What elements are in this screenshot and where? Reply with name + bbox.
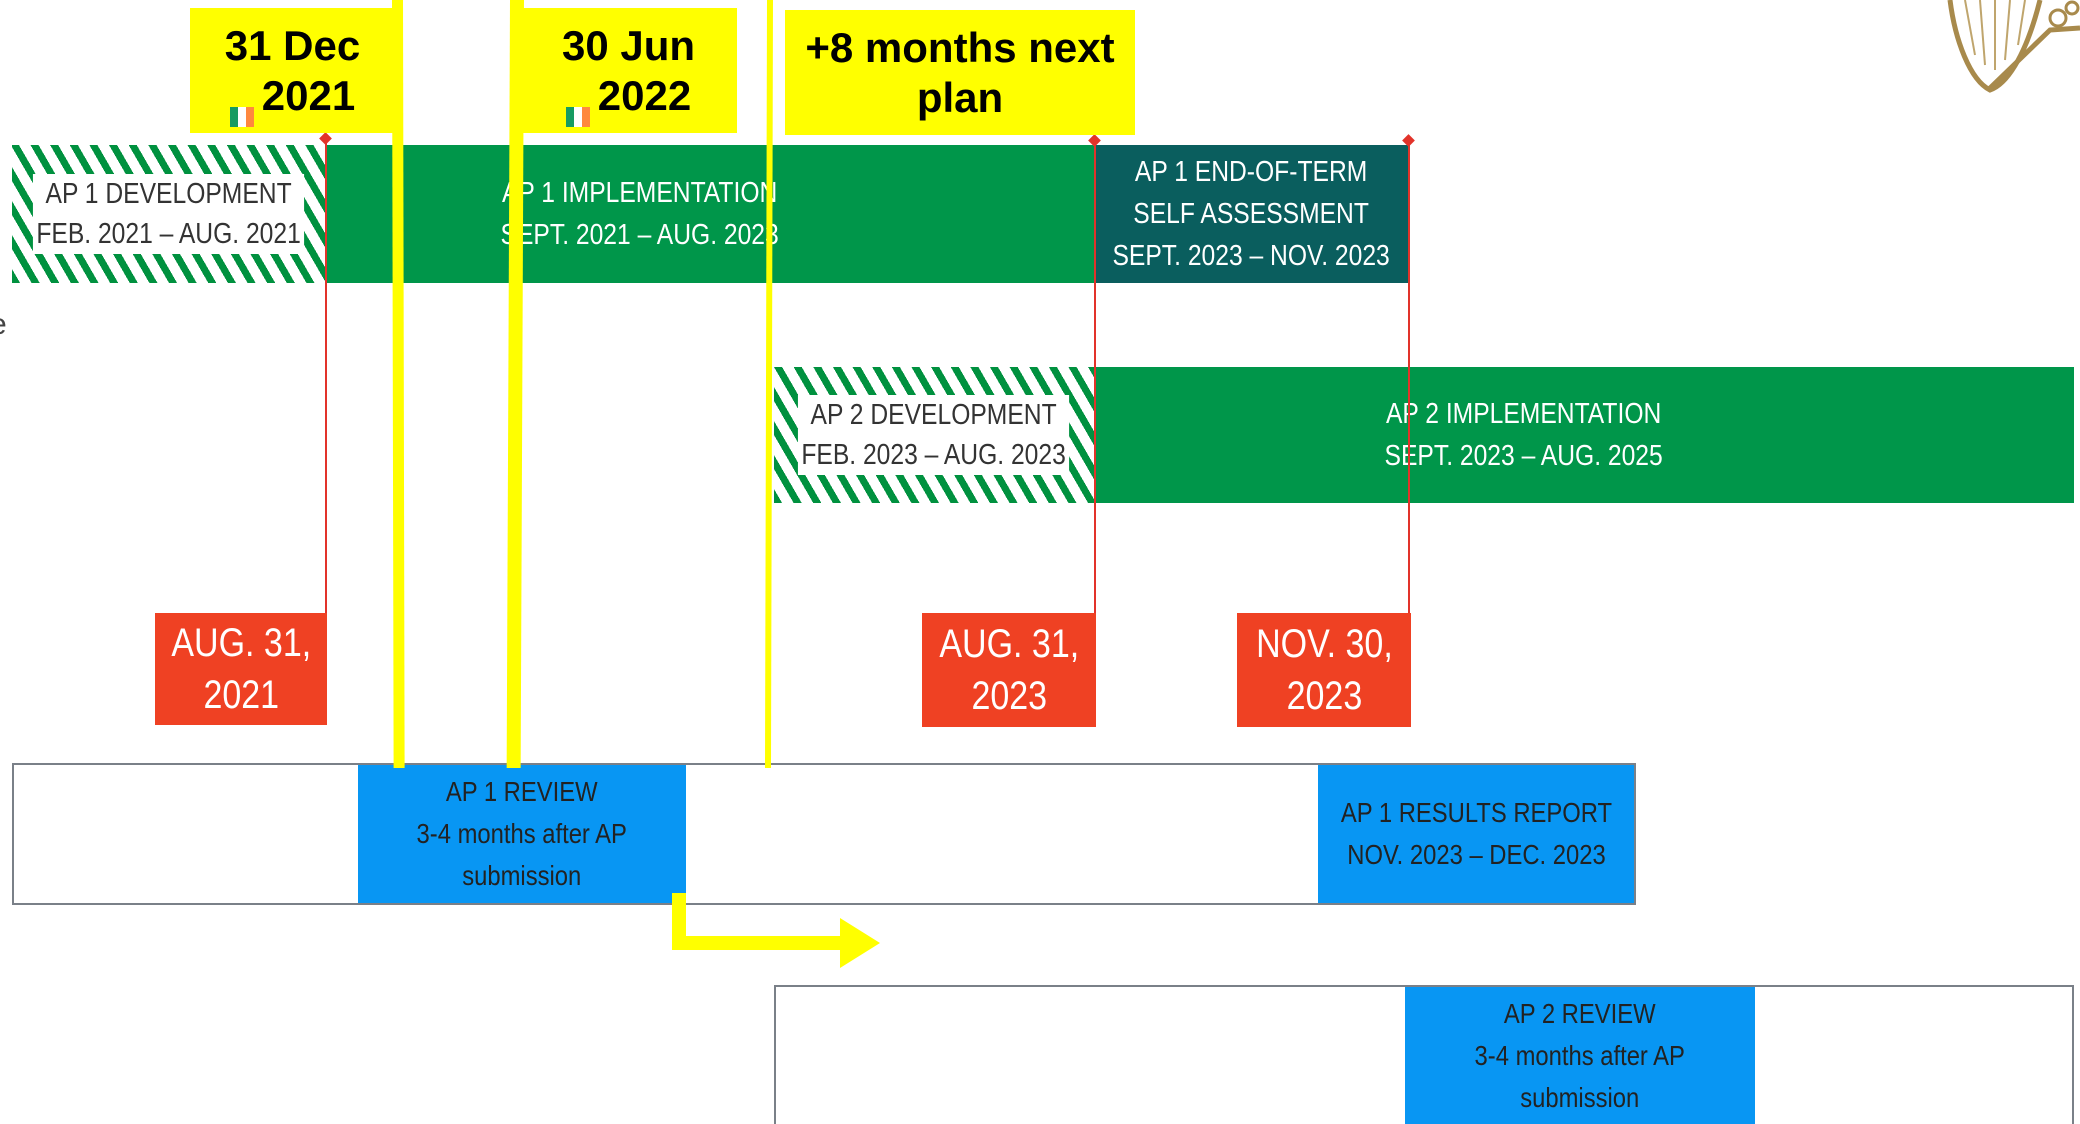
ap1-review-timing-cont: submission xyxy=(462,860,582,891)
callout-dec2021-date: 31 Dec xyxy=(224,21,361,69)
ap1-development-phase: AP 1 DEVELOPMENT FEB. 2021 – AUG. 2021 xyxy=(12,145,325,283)
ap1-implementation-title: AP 1 IMPLEMENTATION xyxy=(502,177,778,209)
ap1-development-dates: FEB. 2021 – AUG. 2021 xyxy=(36,218,301,250)
callout-dec2021-year-row: 2021 xyxy=(229,71,356,128)
deadline-aug2021-year: 2021 xyxy=(203,673,279,717)
callout-next-plan-line2: plan xyxy=(916,73,1004,121)
harp-crest-icon xyxy=(1947,0,2080,93)
callout-next-plan: +8 months next plan xyxy=(785,10,1135,135)
ap2-implementation-dates: SEPT. 2023 – AUG. 2025 xyxy=(1384,440,1664,472)
callout-dec2021: 31 Dec 2021 xyxy=(190,8,395,133)
ap1-self-assessment-title: AP 1 END-OF-TERM xyxy=(1135,156,1368,188)
ireland-flag-icon xyxy=(229,88,254,128)
ap2-development-title: AP 2 DEVELOPMENT xyxy=(810,399,1058,431)
ap1-self-assessment-phase: AP 1 END-OF-TERM SELF ASSESSMENT SEPT. 2… xyxy=(1095,145,1408,283)
callout-jun2022-year: 2022 xyxy=(597,71,692,119)
ap1-implementation-dates: SEPT. 2021 – AUG. 2023 xyxy=(500,219,780,251)
callout-jun2022-year-row: 2022 xyxy=(565,71,692,128)
ap1-results-dates: NOV. 2023 – DEC. 2023 xyxy=(1346,839,1606,870)
callout-jun2022-date: 30 Jun xyxy=(561,21,696,69)
arrow-right-icon xyxy=(672,893,880,968)
deadline-line-aug2023 xyxy=(1094,140,1096,615)
deadline-aug2023: AUG. 31, 2023 xyxy=(922,613,1096,727)
ap1-results-title: AP 1 RESULTS REPORT xyxy=(1340,797,1612,828)
ap2-development-dates: FEB. 2023 – AUG. 2023 xyxy=(801,439,1067,471)
deadline-nov2023-date: NOV. 30, xyxy=(1255,622,1393,666)
ap1-development-title: AP 1 DEVELOPMENT xyxy=(45,178,292,210)
ap1-implementation-label: AP 1 IMPLEMENTATION SEPT. 2021 – AUG. 20… xyxy=(501,172,779,256)
highlight-line-next-plan xyxy=(764,0,773,769)
deadline-line-aug2021 xyxy=(325,138,327,613)
ap2-implementation-title: AP 2 IMPLEMENTATION xyxy=(1386,398,1662,430)
callout-next-plan-line1: +8 months next xyxy=(805,23,1115,71)
ap2-implementation-label: AP 2 IMPLEMENTATION SEPT. 2023 – AUG. 20… xyxy=(1385,393,1663,477)
ap1-self-assessment-dates: SEPT. 2023 – NOV. 2023 xyxy=(1112,240,1391,272)
callout-dec2021-year: 2021 xyxy=(261,71,356,119)
ap2-review-timing: 3-4 months after AP xyxy=(1474,1039,1686,1071)
deadline-nov2023: NOV. 30, 2023 xyxy=(1237,613,1411,727)
ap2-review-title: AP 2 REVIEW xyxy=(1504,997,1656,1029)
ap1-implementation-phase: AP 1 IMPLEMENTATION SEPT. 2021 – AUG. 20… xyxy=(325,145,1095,283)
callout-jun2022: 30 Jun 2022 xyxy=(520,8,737,133)
ap1-results-report: AP 1 RESULTS REPORT NOV. 2023 – DEC. 202… xyxy=(1318,765,1634,903)
ap2-development-label: AP 2 DEVELOPMENT FEB. 2023 – AUG. 2023 xyxy=(798,395,1070,475)
ap2-review-timing-cont: submission xyxy=(1520,1081,1640,1113)
deadline-aug2023-date: AUG. 31, xyxy=(939,622,1079,666)
ap2-development-phase: AP 2 DEVELOPMENT FEB. 2023 – AUG. 2023 xyxy=(774,367,1094,503)
ap1-review-title: AP 1 REVIEW xyxy=(446,776,598,807)
ap1-development-label: AP 1 DEVELOPMENT FEB. 2021 – AUG. 2021 xyxy=(32,174,305,254)
ap2-implementation-phase: AP 2 IMPLEMENTATION SEPT. 2023 – AUG. 20… xyxy=(1094,367,2074,503)
ap1-self-assessment-label: AP 1 END-OF-TERM SELF ASSESSMENT SEPT. 2… xyxy=(1113,151,1390,277)
deadline-aug2021-date: AUG. 31, xyxy=(171,621,311,665)
cropped-text: e xyxy=(0,308,7,342)
deadline-aug2021: AUG. 31, 2021 xyxy=(155,613,327,725)
deadline-line-nov2023 xyxy=(1408,140,1410,615)
ap1-review: AP 1 REVIEW 3-4 months after AP submissi… xyxy=(358,765,686,903)
ap2-review: AP 2 REVIEW 3-4 months after AP submissi… xyxy=(1405,987,1755,1124)
deadline-aug2023-year: 2023 xyxy=(971,674,1047,718)
deadline-nov2023-year: 2023 xyxy=(1286,674,1362,718)
ireland-flag-icon xyxy=(565,88,590,128)
deadline-marker-aug2021 xyxy=(319,132,332,145)
ap1-self-assessment-subtitle: SELF ASSESSMENT xyxy=(1133,198,1370,230)
ap1-review-timing: 3-4 months after AP xyxy=(416,818,628,849)
